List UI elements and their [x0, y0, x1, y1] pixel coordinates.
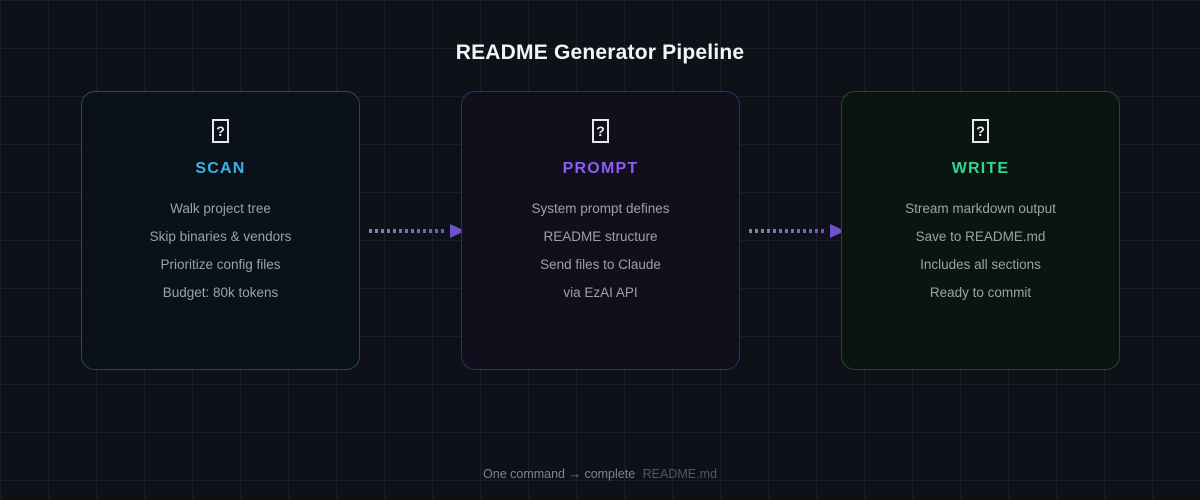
footer-caption: One command → complete README.md [0, 467, 1200, 481]
card-body: Walk project tree Skip binaries & vendor… [150, 195, 292, 307]
pipeline-card-scan: ? SCAN Walk project tree Skip binaries &… [81, 91, 360, 370]
card-line: System prompt defines [531, 201, 670, 216]
pipeline-card-prompt: ? PROMPT System prompt defines README st… [461, 91, 740, 370]
card-line: Walk project tree [170, 201, 271, 216]
card-line: Prioritize config files [160, 257, 281, 272]
missing-glyph-icon: ? [972, 119, 989, 143]
flow-arrow-prompt-to-write [749, 224, 845, 238]
card-title: SCAN [195, 160, 246, 177]
page-title: README Generator Pipeline [455, 41, 745, 65]
card-title: PROMPT [562, 160, 639, 177]
card-line: Stream markdown output [905, 201, 1056, 216]
footer-caption-text: One command → complete [483, 467, 636, 481]
card-body: System prompt defines README structure S… [531, 195, 669, 307]
card-line: via EzAI API [563, 285, 638, 300]
missing-glyph-icon: ? [592, 119, 609, 143]
card-line: Includes all sections [920, 257, 1041, 272]
arrow-dotted-line [749, 229, 827, 233]
card-line: Send files to Claude [540, 257, 661, 272]
flow-arrow-scan-to-prompt [369, 224, 465, 238]
card-line: Ready to commit [929, 285, 1032, 300]
card-line: README structure [543, 229, 658, 244]
pipeline-card-write: ? WRITE Stream markdown output Save to R… [841, 91, 1120, 370]
card-line: Save to README.md [915, 229, 1046, 244]
card-body: Stream markdown output Save to README.md… [905, 195, 1056, 307]
card-title: WRITE [951, 160, 1010, 177]
card-line: Budget: 80k tokens [162, 285, 279, 300]
arrow-dotted-line [369, 229, 447, 233]
missing-glyph-icon: ? [212, 119, 229, 143]
card-line: Skip binaries & vendors [149, 229, 292, 244]
footer-caption-highlight: README.md [642, 467, 717, 481]
